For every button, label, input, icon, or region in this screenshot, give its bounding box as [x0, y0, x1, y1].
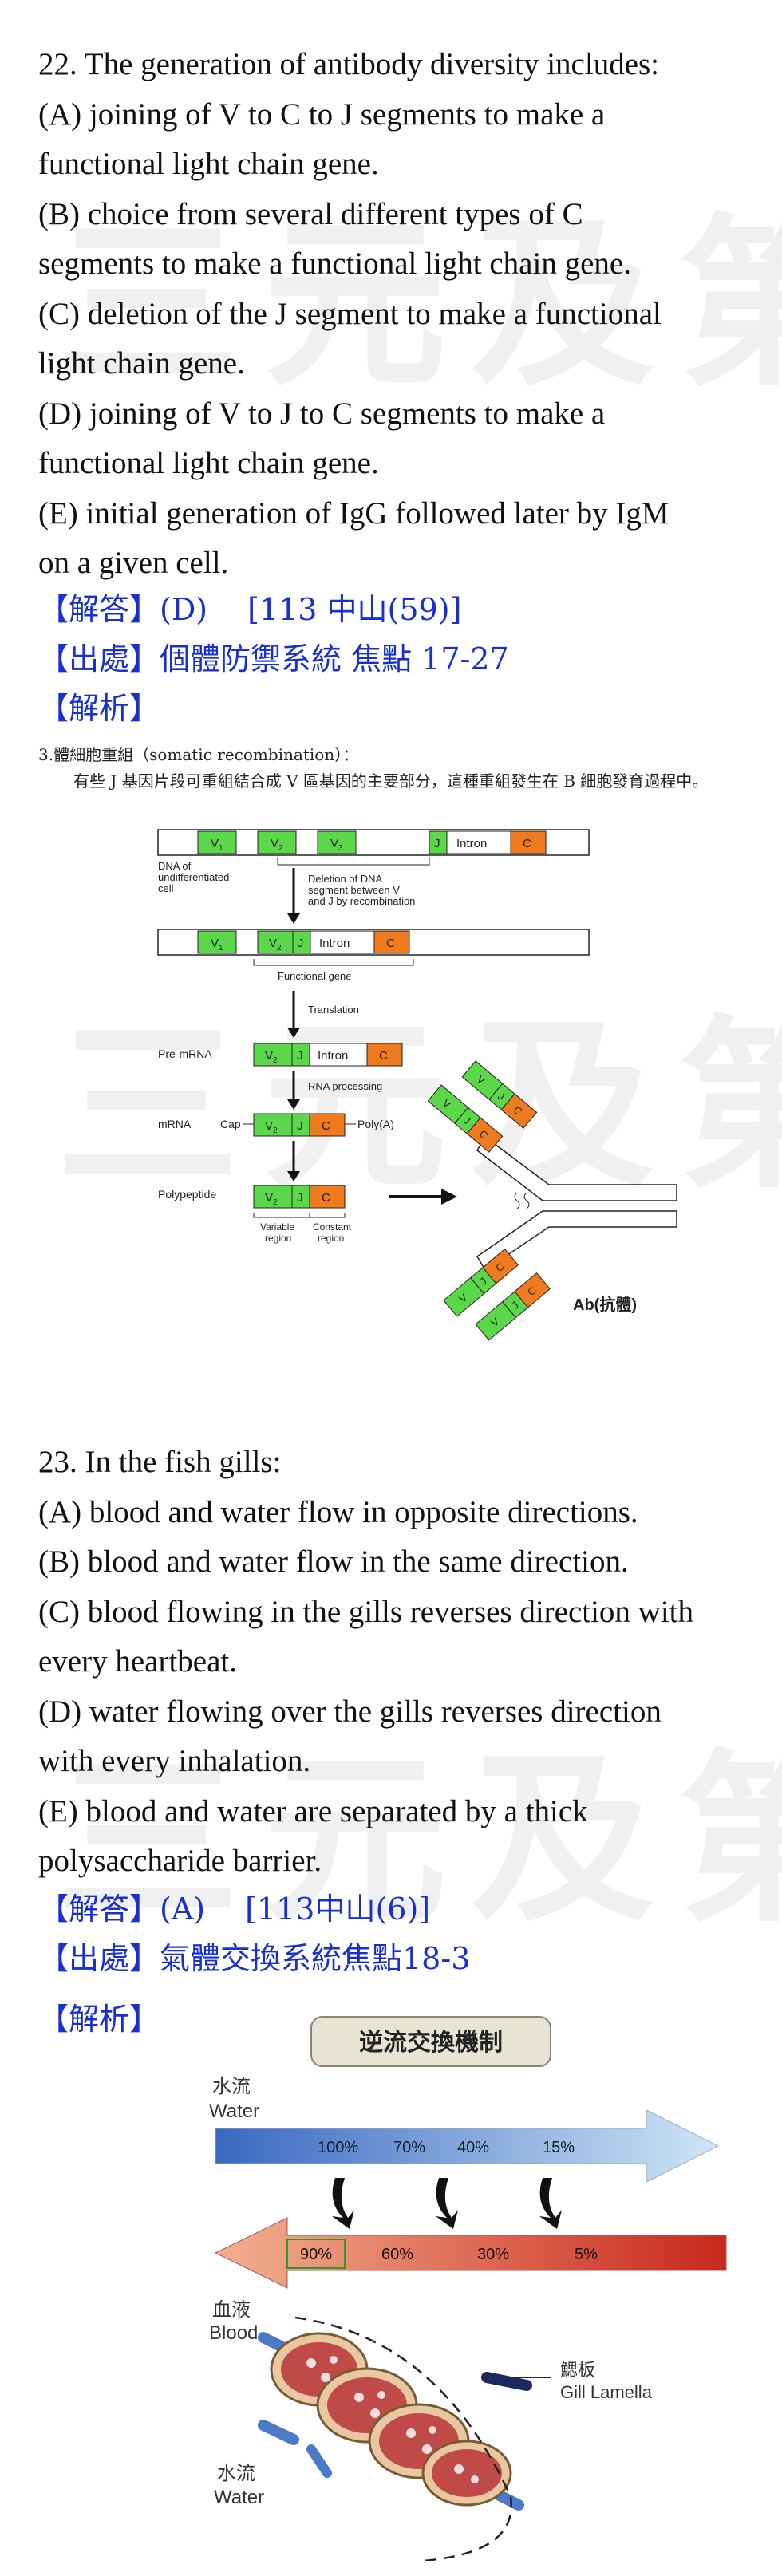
q22-line: light chain gene.	[38, 346, 245, 381]
q22-analysis-label: 【解析】	[38, 691, 160, 726]
q22-line: functional light chain gene.	[38, 147, 379, 181]
svg-text:J: J	[298, 937, 304, 950]
q23-line: (B) blood and water flow in the same dir…	[38, 1544, 629, 1579]
svg-text:V1: V1	[211, 937, 223, 953]
svg-text:90%: 90%	[300, 2246, 332, 2263]
blood-arrow	[214, 2217, 727, 2289]
gill-lamella-illustration	[258, 2316, 532, 2561]
svg-text:15%: 15%	[543, 2139, 575, 2156]
antibody-label: Ab(抗體)	[573, 1295, 637, 1314]
svg-text:Poly(A): Poly(A)	[357, 1118, 394, 1130]
svg-text:RNA processing: RNA processing	[308, 1080, 382, 1092]
svg-text:C: C	[386, 937, 395, 950]
svg-text:V1: V1	[211, 837, 223, 853]
q22-line: on a given cell.	[38, 546, 229, 580]
svg-text:V2: V2	[265, 1119, 278, 1135]
question-23: 23. In the fish gills: (A) blood and wat…	[38, 1438, 756, 1887]
svg-text:Variable: Variable	[260, 1221, 294, 1233]
svg-text:Intron: Intron	[318, 1049, 348, 1063]
water-arrow	[215, 2109, 720, 2183]
q23-answer-line: 【解答】(A) [113中山(6)]	[38, 1884, 430, 1934]
q22-line: (B) choice from several different types …	[38, 196, 583, 231]
figure-title: 逆流交換機制	[359, 2029, 503, 2056]
svg-text:40%: 40%	[457, 2139, 489, 2156]
svg-text:Functional gene: Functional gene	[278, 970, 352, 982]
q23-line: (E) blood and water are separated by a t…	[38, 1793, 588, 1828]
svg-text:DNA of: DNA of	[158, 860, 192, 872]
q23-source: 【出處】氣體交換系統焦點18-3	[38, 1941, 471, 1976]
q23-line: (A) blood and water flow in opposite dir…	[38, 1494, 638, 1529]
svg-text:5%: 5%	[575, 2246, 598, 2263]
q22-line: 22. The generation of antibody diversity…	[38, 47, 660, 81]
question-22: 22. The generation of antibody diversity…	[38, 40, 756, 589]
q23-line: polysaccharide barrier.	[38, 1844, 322, 1878]
svg-text:J: J	[297, 1049, 303, 1063]
q23-line: every heartbeat.	[38, 1644, 238, 1679]
svg-text:Pre-mRNA: Pre-mRNA	[158, 1047, 212, 1060]
countercurrent-figure: 逆流交換機制 水流 Water 100% 70% 40% 15% 90% 60%…	[209, 2016, 727, 2561]
svg-text:and J by recombination: and J by recombination	[308, 895, 415, 907]
svg-text:Intron: Intron	[456, 837, 487, 850]
svg-text:100%: 100%	[318, 2139, 358, 2156]
svg-text:Cap: Cap	[220, 1118, 241, 1130]
svg-text:C: C	[322, 1191, 330, 1205]
q22-note-title: 3.體細胞重組（somatic recombination）：	[38, 745, 359, 764]
q22-line: (C) deletion of the J segment to make a …	[38, 296, 662, 331]
somatic-recombination-figure: V1 V2 V3 J Intron C DNA of undifferentia…	[157, 829, 677, 1341]
title-box	[310, 2016, 551, 2067]
svg-text:segment between V: segment between V	[308, 884, 400, 896]
svg-text:鰓板: 鰓板	[560, 2360, 595, 2380]
svg-text:region: region	[265, 1233, 291, 1244]
q23-line: with every inhalation.	[38, 1744, 311, 1778]
svg-text:C: C	[379, 1049, 388, 1063]
svg-text:V2: V2	[265, 1049, 278, 1065]
svg-text:Constant: Constant	[313, 1221, 352, 1233]
q22-source: 【出處】個體防禦系統 焦點 17-27	[38, 641, 509, 677]
q22-line: (A) joining of V to C to J segments to m…	[38, 97, 606, 132]
q22-line: segments to make a functional light chai…	[38, 247, 631, 281]
svg-text:J: J	[297, 1191, 303, 1205]
svg-text:血液: 血液	[212, 2299, 251, 2321]
svg-text:undifferentiated: undifferentiated	[158, 871, 229, 883]
q23-answer-ref: [113中山(6)]	[245, 1892, 431, 1927]
svg-text:Blood: Blood	[209, 2322, 258, 2344]
svg-text:J: J	[297, 1119, 303, 1133]
svg-text:mRNA: mRNA	[158, 1118, 192, 1130]
svg-text:Intron: Intron	[319, 937, 350, 950]
q23-line: (C) blood flowing in the gills reverses …	[38, 1594, 694, 1629]
q22-note-body: 有些 J 基因片段可重組結合成 V 區基因的主要部分，這種重組發生在 B 細胞發…	[73, 771, 709, 791]
svg-text:水流: 水流	[212, 2076, 251, 2097]
svg-text:C: C	[523, 837, 531, 850]
svg-text:cell: cell	[158, 882, 174, 894]
q22-answer-ref: [113 中山(59)]	[247, 592, 462, 627]
svg-text:C: C	[322, 1119, 330, 1133]
q22-line: (D) joining of V to J to C segments to m…	[38, 396, 606, 431]
svg-text:30%: 30%	[477, 2246, 509, 2263]
svg-text:60%: 60%	[381, 2246, 413, 2263]
q23-answer: 【解答】(A)	[38, 1892, 206, 1927]
svg-text:region: region	[318, 1233, 344, 1244]
svg-text:Deletion of DNA: Deletion of DNA	[308, 873, 383, 885]
q22-line: functional light chain gene.	[38, 446, 379, 480]
antibody-diagram: V J C V J C V J C	[427, 1060, 677, 1341]
svg-text:V2: V2	[271, 837, 283, 853]
q22-line: (E) initial generation of IgG followed l…	[38, 495, 669, 531]
q22-answer-line: 【解答】(D) [113 中山(59)]	[38, 585, 461, 634]
svg-text:Gill Lamella: Gill Lamella	[560, 2382, 653, 2402]
svg-text:J: J	[434, 837, 440, 850]
svg-text:Water: Water	[209, 2101, 259, 2122]
q23-analysis-label: 【解析】	[38, 2002, 160, 2037]
svg-text:V2: V2	[269, 937, 282, 953]
q23-line: 23. In the fish gills:	[38, 1445, 282, 1479]
svg-text:V2: V2	[265, 1191, 278, 1207]
svg-text:Translation: Translation	[308, 1004, 359, 1016]
svg-text:Polypeptide: Polypeptide	[158, 1188, 216, 1201]
svg-text:V3: V3	[330, 837, 343, 853]
q22-answer: 【解答】(D)	[38, 592, 208, 627]
highlight-box	[286, 2239, 346, 2269]
q23-line: (D) water flowing over the gills reverse…	[38, 1694, 662, 1729]
svg-text:水流: 水流	[217, 2463, 255, 2484]
svg-text:Water: Water	[214, 2487, 264, 2508]
svg-text:70%: 70%	[393, 2139, 425, 2156]
